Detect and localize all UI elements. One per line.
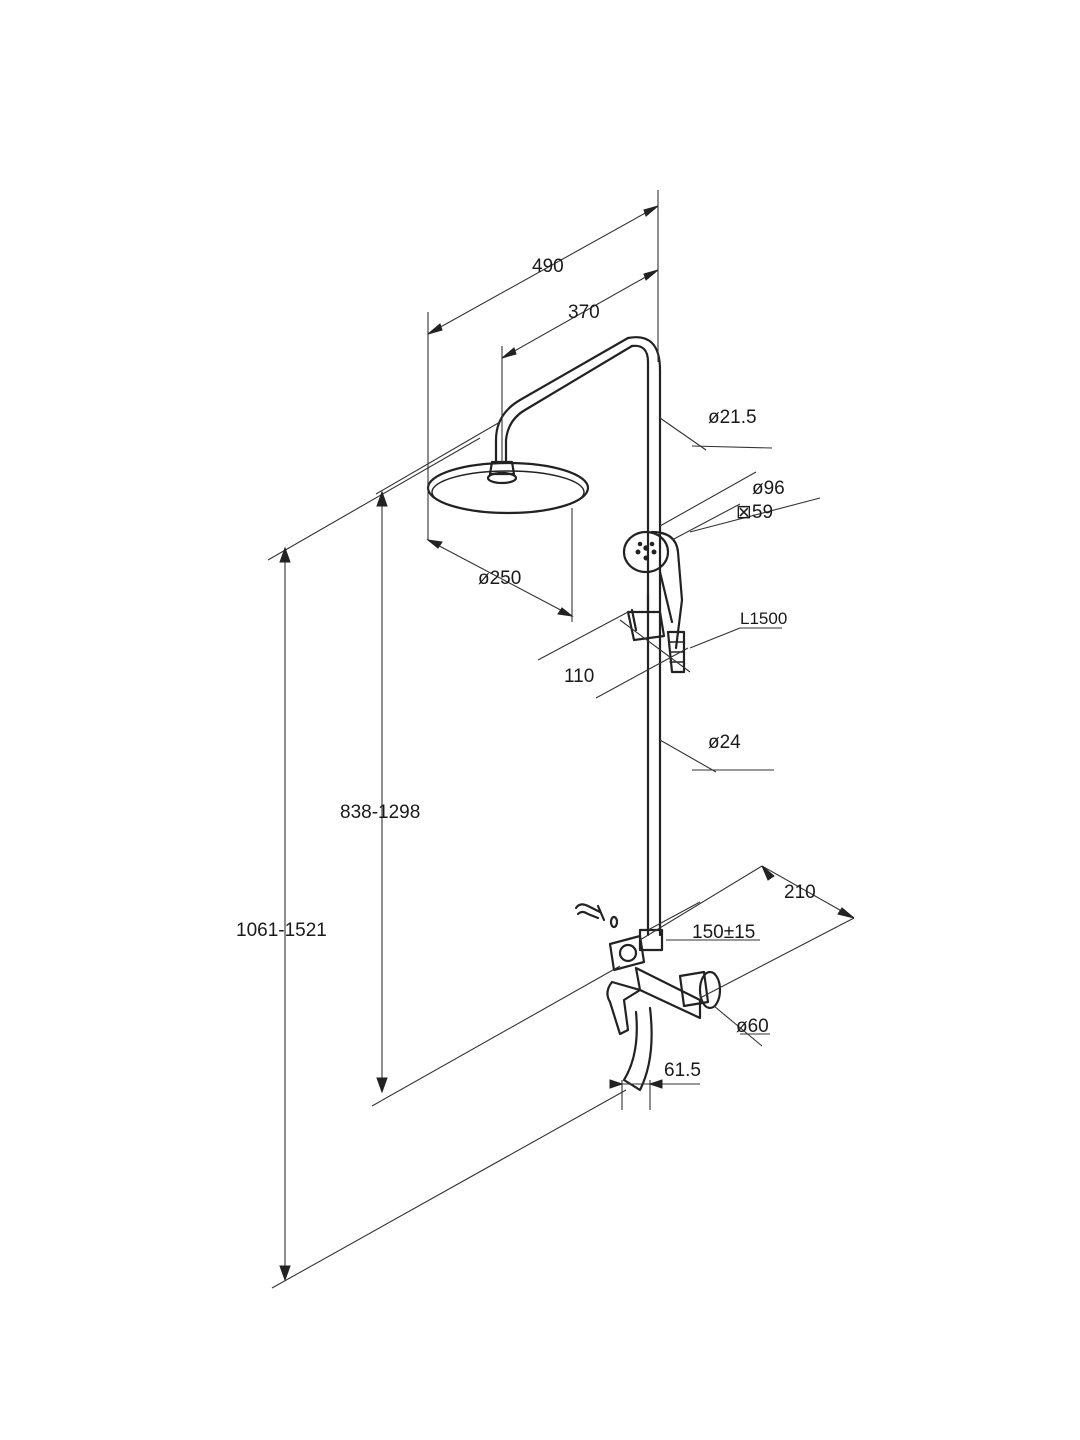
hand-shower xyxy=(622,530,686,674)
label-lower-column-diameter: ø24 xyxy=(708,732,741,753)
label-handshower-spray: ⊠59 xyxy=(736,502,773,523)
label-overhead-diameter: ø250 xyxy=(478,568,521,589)
mixer-body xyxy=(634,966,702,1020)
escutcheon xyxy=(698,970,722,1010)
mixer-lever xyxy=(606,980,642,1036)
mixer-diverter-collar xyxy=(638,928,664,952)
mixer-diverter xyxy=(608,934,646,972)
shower-arm xyxy=(494,336,634,464)
riser-pipe xyxy=(646,360,662,937)
label-overhead-height: 838-1298 xyxy=(340,802,420,823)
overhead-shower-head-nut xyxy=(486,471,518,485)
hand-shower-hose-fitting xyxy=(666,630,686,674)
overhead-shower-head-rim xyxy=(431,470,585,514)
label-escutcheon-diameter: ø60 xyxy=(736,1016,769,1037)
slider-bracket xyxy=(626,592,666,642)
label-holder-offset: 110 xyxy=(564,666,594,687)
label-overall-width: 490 xyxy=(532,256,564,277)
label-total-height: 1061-1521 xyxy=(236,920,327,941)
dimension-lines xyxy=(267,190,855,1289)
mixer-spout xyxy=(622,1006,653,1092)
label-column-diameter: ø21.5 xyxy=(708,407,757,428)
label-inlet-centers: 150±15 xyxy=(692,922,755,943)
riser-top-bend xyxy=(626,336,662,372)
hand-shower-face xyxy=(622,530,670,574)
shower-column-assembly xyxy=(426,336,722,1092)
mixer-right-connector xyxy=(678,970,710,1008)
dimension-labels: 490 370 ø21.5 ø96 ⊠59 ø250 L1500 110 ø24… xyxy=(236,256,816,1081)
bath-mixer xyxy=(574,903,722,1092)
label-arm-reach: 370 xyxy=(568,302,600,323)
label-hose-length: L1500 xyxy=(740,609,787,628)
arrowheads xyxy=(279,205,855,1282)
hand-shower-handle xyxy=(650,530,684,650)
label-spout-projection: 61.5 xyxy=(664,1060,701,1081)
label-mixer-depth: 210 xyxy=(784,882,816,903)
wall-washer xyxy=(609,915,619,929)
label-handshower-diameter: ø96 xyxy=(752,478,785,499)
wall-elbow xyxy=(574,903,602,920)
